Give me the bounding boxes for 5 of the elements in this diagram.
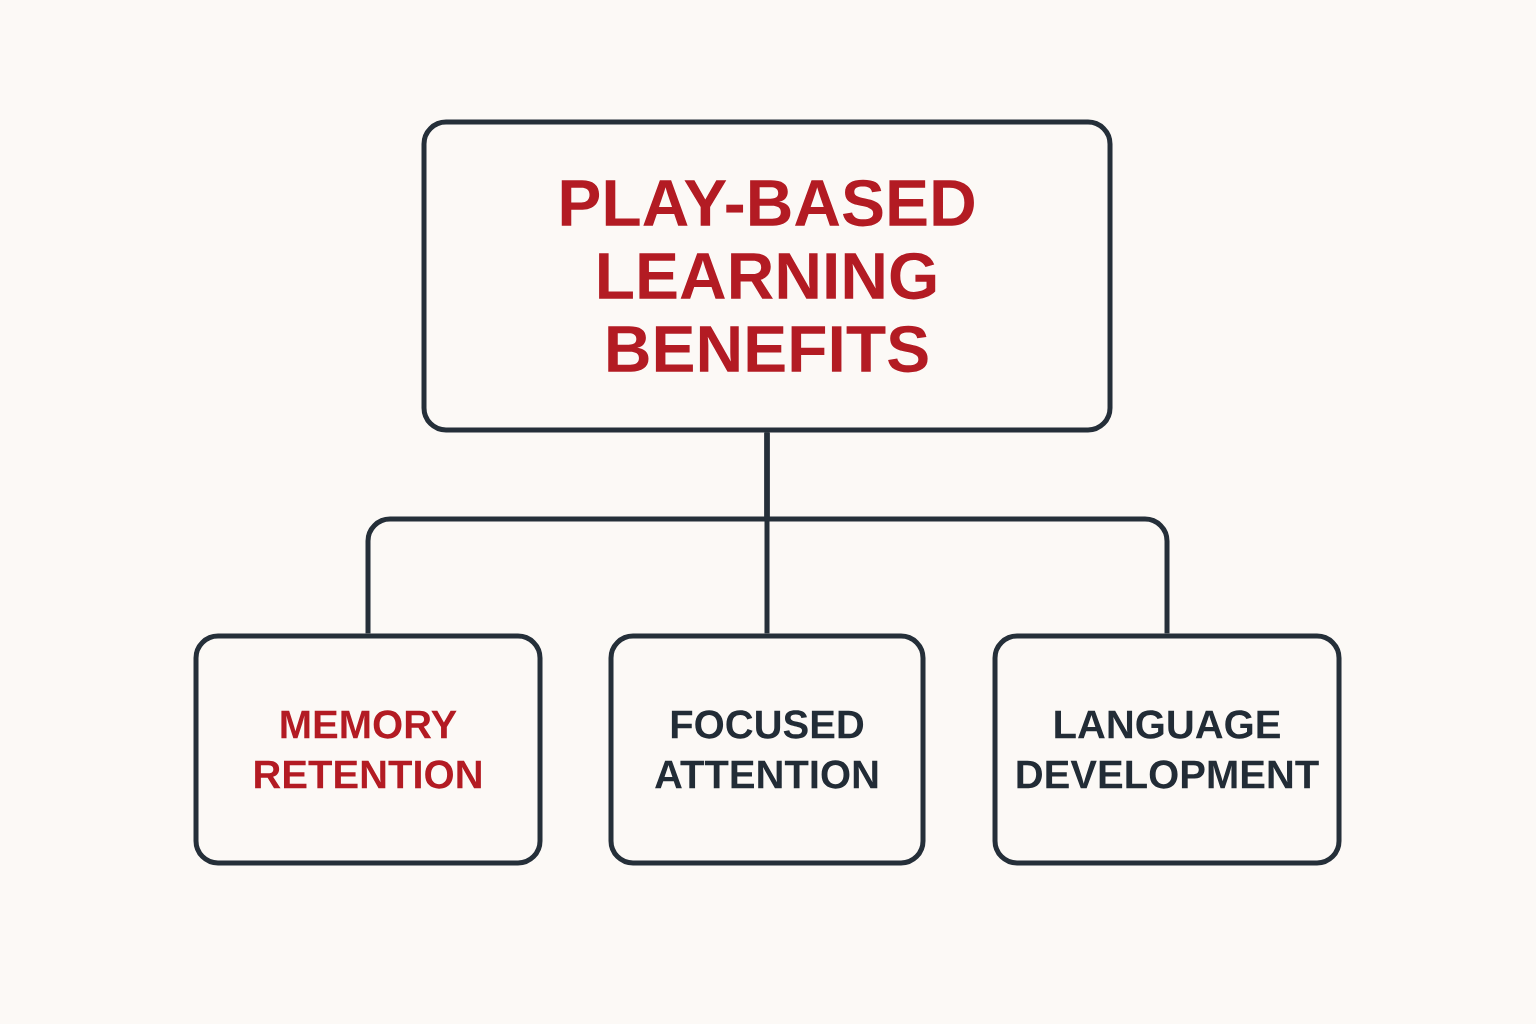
- title-box: PLAY-BASED LEARNING BENEFITS: [421, 119, 1113, 433]
- benefit-box: LANGUAGE DEVELOPMENT: [992, 633, 1342, 866]
- benefit-box: FOCUSED ATTENTION: [608, 633, 926, 866]
- connector-line: [764, 432, 1170, 634]
- benefit-box: MEMORY RETENTION: [193, 633, 543, 866]
